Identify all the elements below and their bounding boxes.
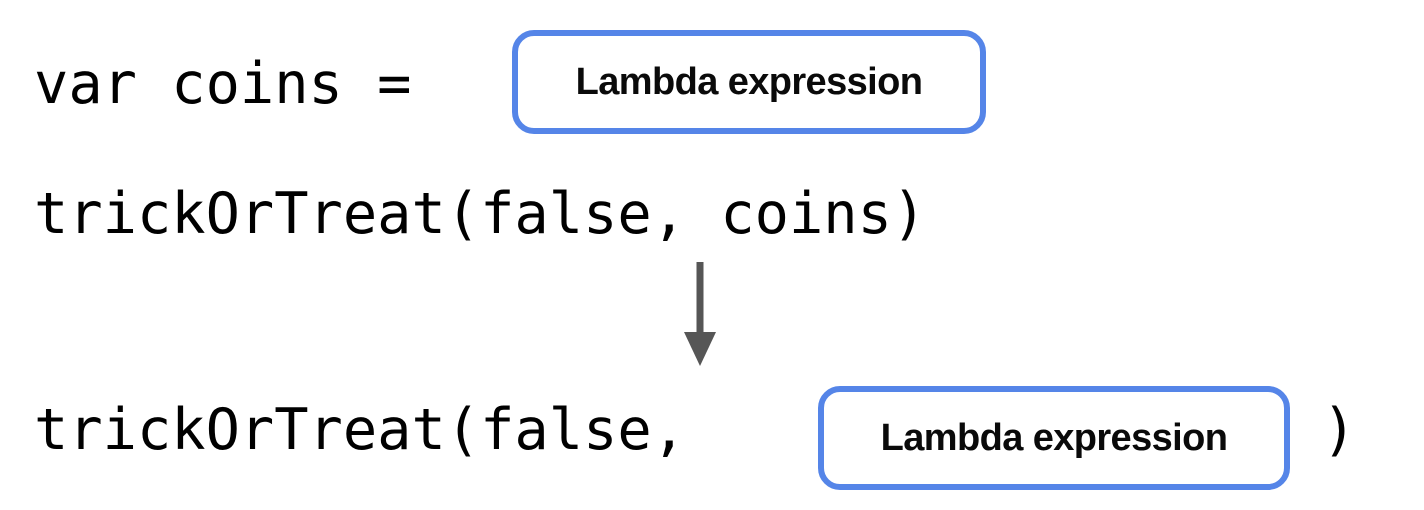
code-line-call-with-variable: trickOrTreat(false, coins)	[34, 181, 927, 247]
lambda-expression-box-inline-label: Lambda expression	[880, 417, 1228, 459]
arrow-head	[684, 332, 716, 366]
code-line-call-tail: )	[1322, 397, 1357, 463]
code-line-call-head: trickOrTreat(false,	[34, 397, 721, 463]
arrow-down-icon	[684, 262, 716, 366]
code-line-declaration: var coins =	[34, 51, 446, 117]
lambda-expression-box-declaration[interactable]: Lambda expression	[512, 30, 986, 134]
lambda-expression-box-inline[interactable]: Lambda expression	[818, 386, 1290, 490]
lambda-expression-box-label: Lambda expression	[575, 61, 923, 103]
